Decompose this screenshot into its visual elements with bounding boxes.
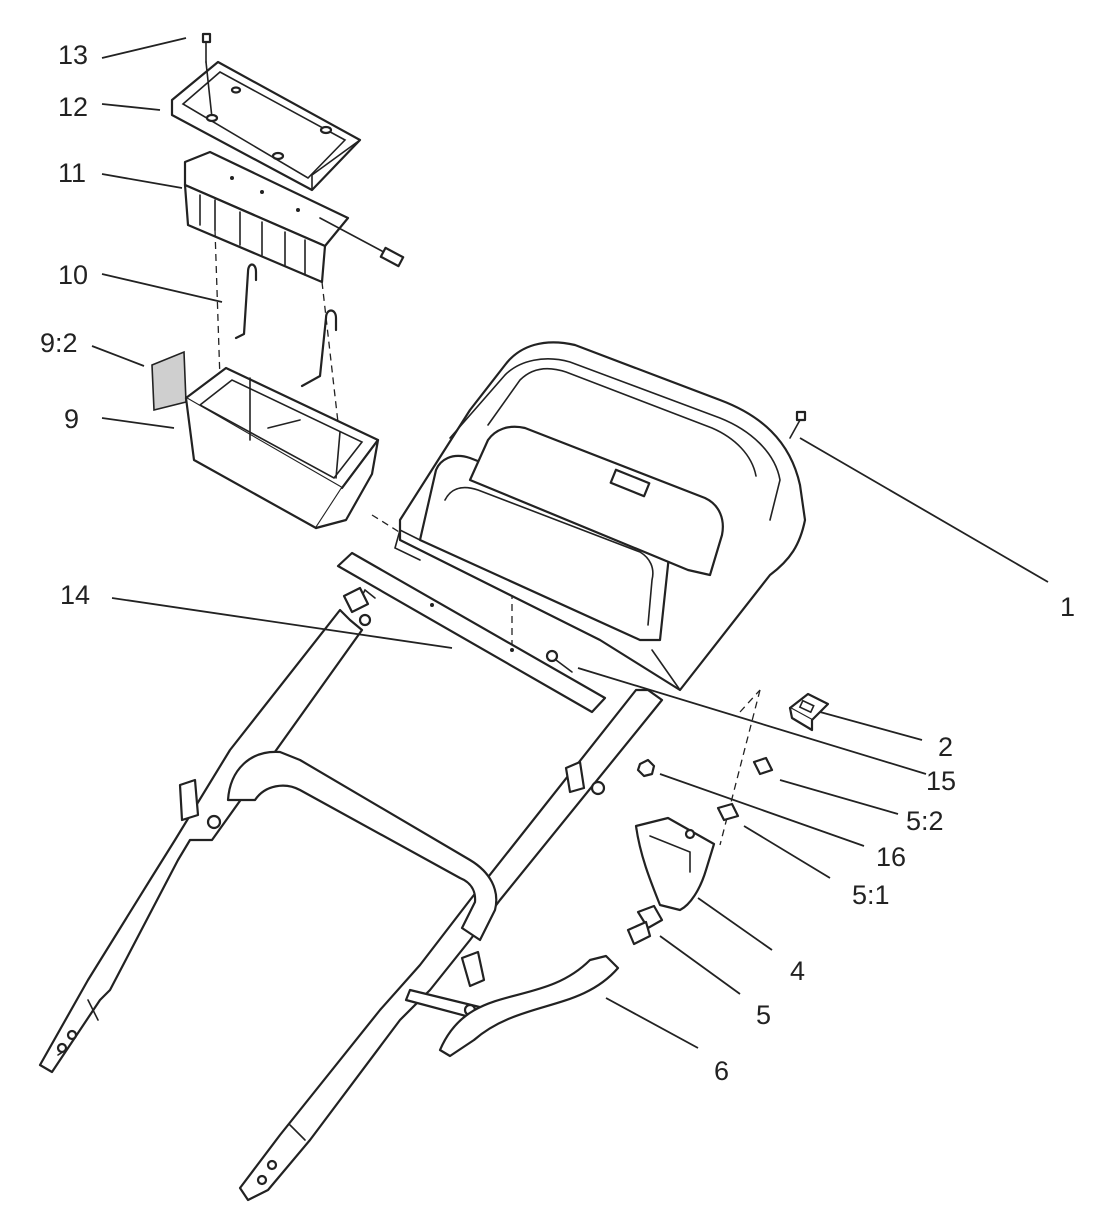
part-15-bolt xyxy=(545,649,573,673)
callout-16: 16 xyxy=(876,842,906,872)
callout-11: 11 xyxy=(58,158,86,188)
callout-2: 2 xyxy=(938,732,953,762)
callout-9: 9 xyxy=(64,404,79,434)
callout-6: 6 xyxy=(714,1056,729,1086)
part-13-screw xyxy=(201,32,212,63)
part-2-switch xyxy=(788,692,830,732)
part-4-housing xyxy=(634,816,716,912)
callout-14: 14 xyxy=(60,580,90,610)
callout-5-1: 5:1 xyxy=(852,880,890,910)
part-9-2-decal xyxy=(151,350,187,412)
callout-9-2: 9:2 xyxy=(40,328,78,358)
leader-lines xyxy=(91,37,1049,1049)
part-11-battery-plate xyxy=(183,150,405,284)
callout-4: 4 xyxy=(790,956,805,986)
part-5-1-clip xyxy=(716,802,740,822)
callout-labels: 13 12 11 10 9:2 9 14 1 2 15 5:2 16 5:1 4… xyxy=(40,40,1075,1086)
part-1-bolt xyxy=(789,410,807,439)
part-12-lid xyxy=(170,60,362,192)
part-9-tray xyxy=(184,366,380,530)
callout-15: 15 xyxy=(926,766,956,796)
part-16-nut xyxy=(636,758,656,778)
callout-12: 12 xyxy=(58,92,88,122)
part-6-cable xyxy=(438,954,620,1058)
callout-5: 5 xyxy=(756,1000,771,1030)
callout-13: 13 xyxy=(58,40,88,70)
callout-1: 1 xyxy=(1060,592,1075,622)
part-14-crossbar xyxy=(336,551,607,714)
handle-lower-loop xyxy=(226,750,502,1026)
part-5-2-clip xyxy=(752,756,774,776)
handle-upper-console xyxy=(394,341,807,692)
handle-tubes xyxy=(38,608,664,1202)
part-5-connector xyxy=(626,904,664,946)
callout-5-2: 5:2 xyxy=(906,806,944,836)
callout-10: 10 xyxy=(58,260,88,290)
